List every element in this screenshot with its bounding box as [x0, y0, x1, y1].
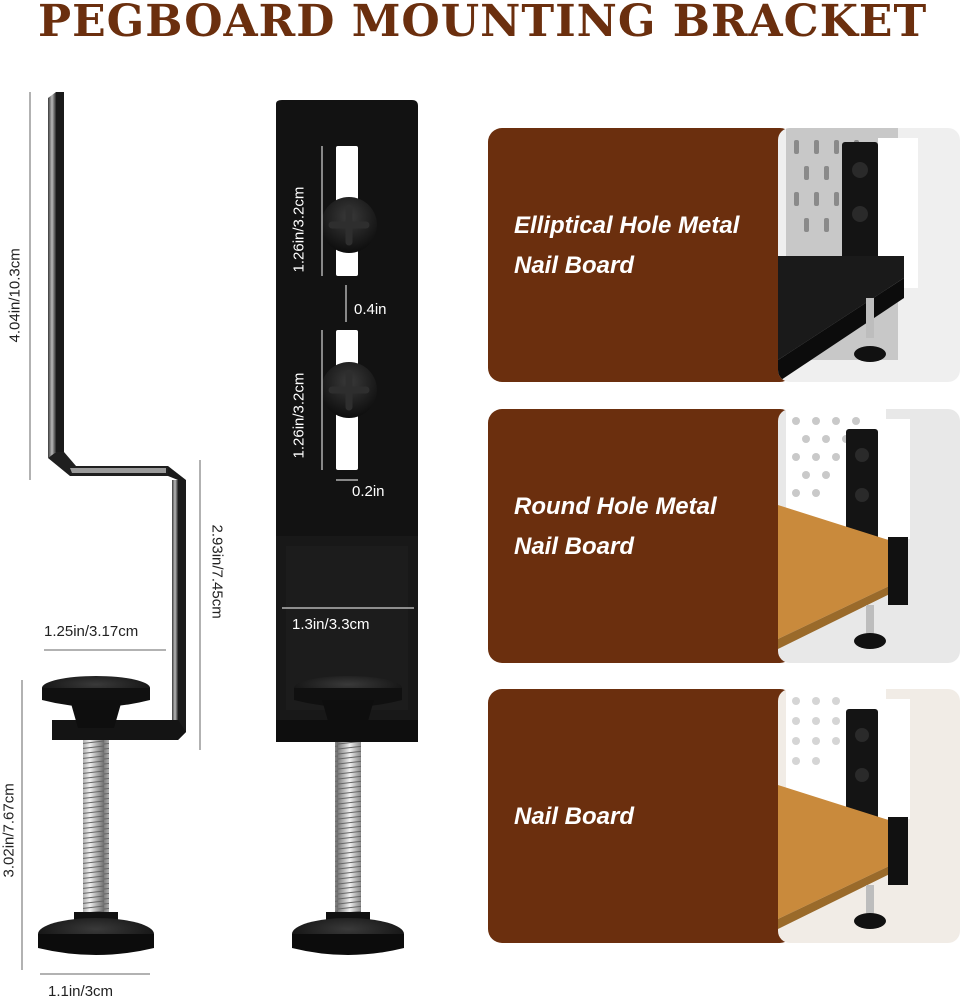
dim-height-upper: 4.04in/10.3cm — [6, 248, 24, 343]
dim-slot-gap: 0.4in — [354, 301, 387, 318]
dim-base-width: 1.1in/3cm — [48, 983, 114, 1000]
panel-label-line1: Nail Board — [514, 803, 635, 830]
page-title: PEGBOARD MOUNTING BRACKET — [38, 0, 928, 47]
dim-slot-upper: 1.26in/3.2cm — [290, 186, 308, 273]
bracket-illustration — [21, 92, 418, 975]
slot-screw-lower — [321, 362, 377, 418]
panel-label-line2: Nail Board — [514, 252, 635, 279]
front-bracket — [276, 100, 418, 955]
slot-screw-upper — [321, 197, 377, 253]
photo-elliptical-hole-board — [778, 128, 960, 382]
dim-bracket-width: 1.3in/3.3cm — [292, 616, 370, 633]
dim-slot-width: 0.2in — [352, 483, 385, 500]
dim-slot-lower: 1.26in/3.2cm — [290, 372, 308, 459]
panel-nail-board: Nail Board — [488, 689, 960, 943]
panel-round-hole: Round Hole Metal Nail Board — [488, 409, 960, 663]
panel-label-line1: Elliptical Hole Metal — [514, 212, 740, 239]
photo-round-hole-board — [778, 409, 960, 663]
front-dimension-lines — [282, 146, 414, 609]
side-profile-bracket — [38, 92, 186, 955]
panel-card — [488, 409, 794, 663]
side-dimension-lines — [21, 92, 201, 975]
panel-label-line2: Nail Board — [514, 533, 635, 560]
panel-label-line1: Round Hole Metal — [514, 493, 717, 520]
dim-screw-length: 3.02in/7.67cm — [0, 783, 18, 878]
panel-card — [488, 689, 794, 943]
dim-depth-inner: 1.25in/3.17cm — [44, 623, 139, 640]
panel-elliptical-hole: Elliptical Hole Metal Nail Board — [488, 128, 960, 382]
panel-card — [488, 128, 794, 382]
photo-nail-board — [778, 689, 960, 943]
dim-height-middle: 2.93in/7.45cm — [208, 524, 226, 619]
